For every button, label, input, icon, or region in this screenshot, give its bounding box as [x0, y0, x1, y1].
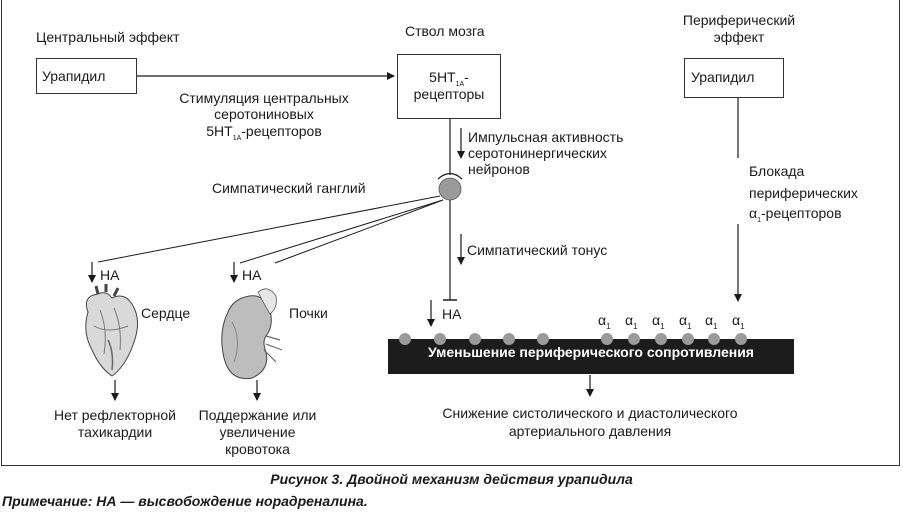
pressure-outcome-line1: Снижение систолического и диастолическог… [442, 405, 738, 421]
urapidil-central-label: Урапидил [42, 68, 106, 84]
receptor-box: 5HT1A- рецепторы [397, 54, 501, 119]
receptor-box-line1: 5HT1A- [429, 69, 469, 88]
heart-label: Сердце [141, 305, 191, 321]
blockade-line1: Блокада [749, 163, 805, 179]
pressure-outcome-line2: артериального давления [508, 423, 672, 439]
stimulation-line2: серотониновых [214, 106, 314, 122]
receptor-dot [503, 333, 515, 345]
urapidil-peripheral-label: Урапидил [691, 69, 755, 85]
heart-outcome-line2: тахикардии [77, 424, 153, 440]
alpha-receptor-label: α1 [598, 312, 611, 331]
kidney-outcome-line3: кровотока [225, 441, 290, 457]
resistance-bar-label: Уменьшение периферического сопротивления [428, 344, 754, 360]
receptor-dot [469, 333, 481, 345]
fiber-to-heart [97, 195, 441, 263]
resistance-bar [388, 339, 794, 374]
impulse-line2: серотонинергических [468, 145, 607, 161]
blockade-line3: α1-рецепторов [749, 205, 842, 224]
peripheral-title-line1: Периферический [682, 12, 796, 28]
receptor-dot [601, 333, 613, 345]
heart-illustration [85, 284, 138, 377]
receptor-dot [708, 333, 720, 345]
alpha-receptor-label: α1 [679, 312, 692, 331]
alpha-receptor-label: α1 [732, 312, 745, 331]
urapidil-central-box: Урапидил [36, 58, 137, 94]
receptor-dot [628, 333, 640, 345]
impulse-line3: нейронов [468, 161, 530, 177]
figure-note: Примечание: НА — высвобождение норадрена… [2, 493, 368, 509]
figure-frame [1, 0, 900, 466]
figure-caption: Рисунок 3. Двойной механизм действия ура… [270, 471, 633, 487]
impulse-line1: Импульсная активность [468, 129, 624, 145]
receptor-dot [655, 333, 667, 345]
central-effect-title: Центральный эффект [36, 29, 180, 45]
sympathetic-tone-label: Симпатический тонус [467, 242, 608, 258]
alpha-receptor-label: α1 [705, 312, 718, 331]
stimulation-line1: Стимуляция центральных [179, 90, 349, 106]
ganglion-label: Симпатический ганглий [212, 180, 366, 196]
receptor-dot [537, 333, 549, 345]
receptor-dot [399, 333, 411, 345]
stimulation-line3: 5HT1A-рецепторов [206, 123, 322, 142]
kidney-outcome-line1: Поддержание или [198, 407, 317, 423]
brainstem-title: Ствол мозга [405, 23, 485, 39]
urapidil-peripheral-box: Урапидил [684, 58, 784, 98]
receptor-box-line2: рецепторы [413, 86, 485, 102]
kidney-label: Почки [289, 305, 328, 321]
kidney-illustration [221, 288, 283, 380]
na-label-heart: НА [100, 267, 120, 283]
na-label-kidney: НА [242, 267, 262, 283]
na-label-vessel: НА [442, 306, 462, 322]
kidney-outcome-line2: увеличение [219, 424, 296, 440]
receptor-dot [434, 333, 446, 345]
fiber-to-kidney [239, 199, 444, 264]
receptor-dot [735, 333, 747, 345]
alpha-receptor-label: α1 [652, 312, 665, 331]
sympathetic-ganglion [438, 177, 462, 201]
fiber-kidney-split [274, 199, 444, 264]
blockade-line2: периферических [749, 185, 858, 201]
receptor-dot [682, 333, 694, 345]
ganglion-synapse [437, 172, 463, 180]
alpha-receptor-label: α1 [625, 312, 638, 331]
peripheral-title-line2: эффект [713, 29, 765, 45]
heart-outcome-line1: Нет рефлекторной [54, 407, 176, 423]
